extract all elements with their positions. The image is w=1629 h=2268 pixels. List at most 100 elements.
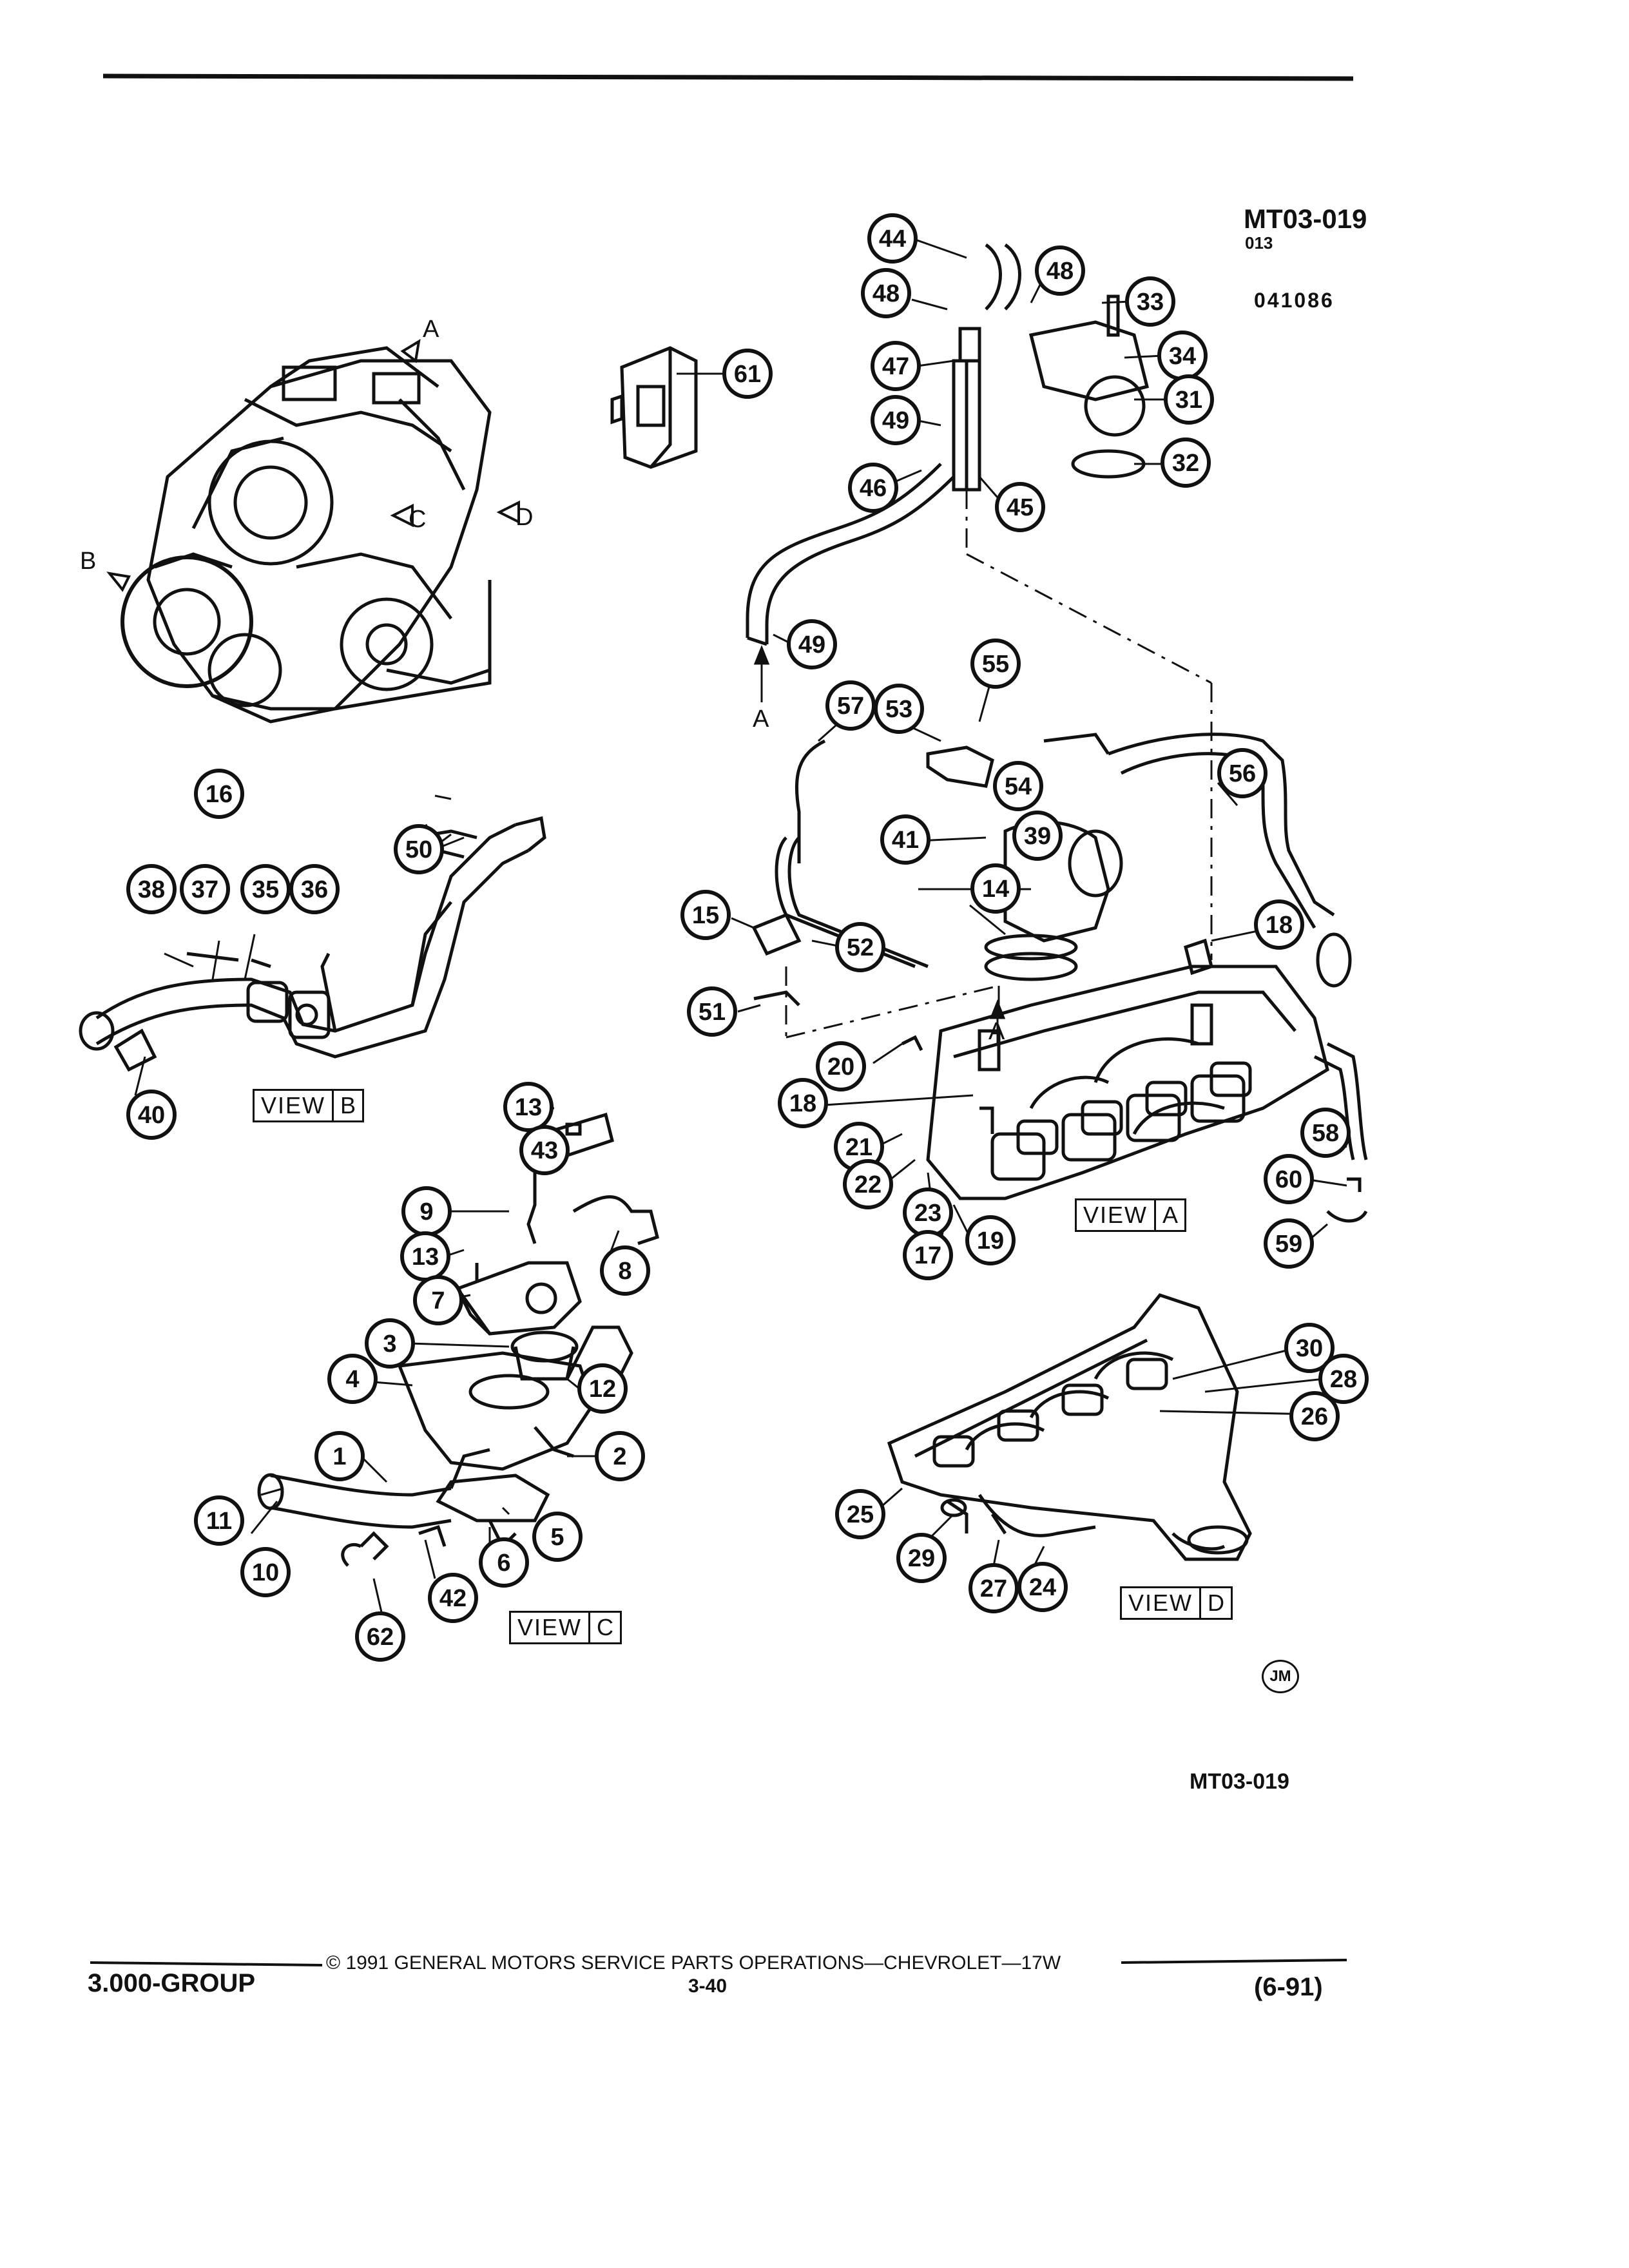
callout-50: 50 <box>394 824 444 874</box>
artist-mark-text: JM <box>1269 1667 1291 1685</box>
view-d-letter: D <box>1208 1590 1225 1616</box>
view-d-word: VIEW <box>1122 1588 1202 1618</box>
engine-mark-d: D <box>516 504 534 531</box>
callout-circle <box>1125 276 1175 327</box>
callout-54: 54 <box>993 761 1043 811</box>
callout-48: 48 <box>861 268 911 318</box>
callout-number: 53 <box>885 696 912 723</box>
callout-36: 36 <box>289 864 340 914</box>
view-b-label: VIEW B <box>253 1089 365 1122</box>
callout-5: 5 <box>532 1512 583 1562</box>
callout-number: 54 <box>1005 773 1032 800</box>
callout-number: 1 <box>333 1443 346 1470</box>
callout-2: 2 <box>595 1431 645 1481</box>
view-c-word: VIEW <box>511 1613 591 1642</box>
callout-30: 30 <box>1284 1323 1335 1373</box>
engine-mark-a: A <box>423 316 439 343</box>
callout-number: 12 <box>589 1376 616 1403</box>
callout-circle <box>903 1230 953 1280</box>
callout-circle <box>687 986 737 1037</box>
callout-number: 36 <box>301 876 328 903</box>
callout-number: 16 <box>206 781 233 808</box>
callout-14: 14 <box>970 863 1021 914</box>
callout-circle <box>577 1363 628 1414</box>
callout-circle <box>816 1041 866 1091</box>
callout-number: 28 <box>1330 1366 1357 1393</box>
callout-46: 46 <box>848 463 898 513</box>
callout-18: 18 <box>1254 899 1304 950</box>
callout-number: 35 <box>252 876 279 903</box>
callout-number: 25 <box>847 1501 874 1528</box>
view-a-label: VIEW A <box>1075 1198 1187 1232</box>
callout-41: 41 <box>880 814 930 865</box>
callout-circle <box>871 341 921 391</box>
view-b-letter: B <box>340 1092 356 1119</box>
callout-23: 23 <box>903 1187 953 1238</box>
callout-21: 21 <box>834 1122 884 1172</box>
engine-illustration <box>120 346 492 724</box>
callout-circle <box>1012 811 1063 861</box>
ecm-module <box>610 346 698 469</box>
callout-circle <box>1254 899 1304 950</box>
callout-number: 55 <box>982 651 1009 678</box>
callout-circle <box>867 213 918 264</box>
callout-circle <box>194 1495 244 1546</box>
callout-60: 60 <box>1264 1154 1314 1204</box>
callout-circle <box>327 1354 378 1404</box>
callout-27: 27 <box>969 1563 1019 1613</box>
callout-number: 22 <box>854 1171 882 1198</box>
callout-number: 13 <box>412 1244 439 1271</box>
callout-number: 39 <box>1024 823 1051 850</box>
callout-13: 13 <box>503 1082 554 1132</box>
callout-circle <box>995 482 1045 532</box>
callout-circle <box>1217 748 1268 798</box>
callout-number: 37 <box>191 876 218 903</box>
connection-mark-a-1: A <box>753 706 769 733</box>
callout-number: 26 <box>1301 1403 1328 1430</box>
callout-circle <box>355 1611 405 1662</box>
callout-number: 47 <box>882 353 909 380</box>
callout-circle <box>680 890 731 940</box>
callout-circle <box>600 1245 650 1296</box>
callout-number: 18 <box>1266 912 1293 939</box>
callout-19: 19 <box>965 1215 1016 1265</box>
callout-number: 18 <box>789 1090 816 1117</box>
callout-circle <box>1300 1108 1351 1158</box>
callout-number: 31 <box>1175 387 1202 414</box>
callout-number: 58 <box>1312 1120 1339 1147</box>
callout-7: 7 <box>413 1275 463 1325</box>
callout-circle <box>240 864 291 914</box>
callout-18: 18 <box>778 1078 828 1128</box>
callout-number: 7 <box>431 1287 445 1314</box>
callout-circle <box>874 684 924 734</box>
callout-number: 19 <box>977 1227 1004 1254</box>
callout-number: 48 <box>1046 258 1074 285</box>
intake-manifold <box>901 938 1368 1223</box>
callout-circle <box>314 1431 365 1481</box>
callout-circle <box>970 639 1021 689</box>
callout-number: 3 <box>383 1331 396 1358</box>
callout-circle <box>413 1275 463 1325</box>
callout-number: 5 <box>550 1524 564 1551</box>
callout-circle <box>126 1090 177 1140</box>
callout-circle <box>1017 1562 1068 1612</box>
callout-number: 13 <box>515 1094 542 1121</box>
callout-62: 62 <box>355 1611 405 1662</box>
callout-4: 4 <box>327 1354 378 1404</box>
callout-56: 56 <box>1217 748 1268 798</box>
callout-number: 40 <box>138 1102 165 1129</box>
callout-circle <box>970 863 1021 914</box>
callout-number: 56 <box>1229 760 1256 787</box>
callout-number: 10 <box>252 1559 279 1586</box>
callout-circle <box>843 1159 893 1209</box>
callout-33: 33 <box>1125 276 1175 327</box>
callout-57: 57 <box>825 680 876 731</box>
callout-circle <box>428 1573 478 1623</box>
date-code: 041086 <box>1254 289 1335 312</box>
callout-number: 33 <box>1137 289 1164 316</box>
callout-number: 51 <box>699 999 726 1026</box>
view-a-linework <box>746 243 1352 1006</box>
callout-circle <box>861 268 911 318</box>
callout-circle <box>778 1078 828 1128</box>
callout-number: 61 <box>734 361 761 388</box>
